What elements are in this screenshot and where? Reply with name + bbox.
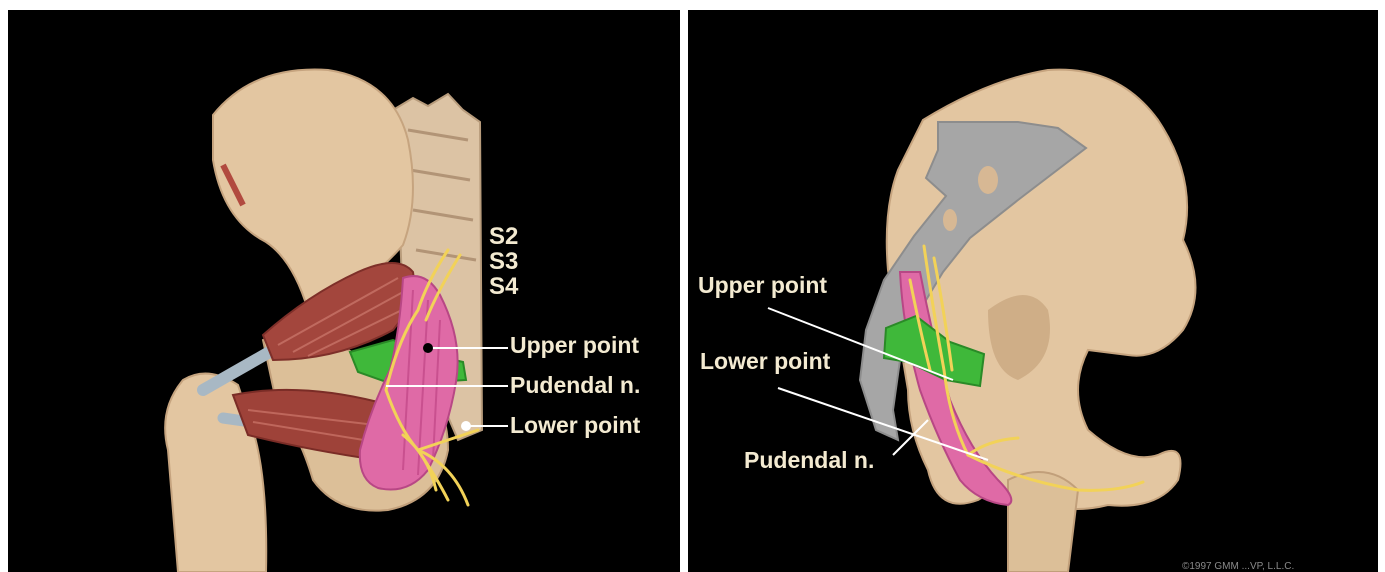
left-anatomy-panel: S2 S3 S4 Upper point Pudendal n. Lower p… — [8, 10, 680, 572]
upper-point-marker — [423, 343, 433, 353]
label-pudendal-nerve: Pudendal n. — [744, 447, 874, 474]
label-lower-point: Lower point — [510, 412, 640, 439]
label-upper-point: Upper point — [510, 332, 639, 359]
right-anatomy-panel: Upper point Lower point Pudendal n. ©199… — [688, 10, 1378, 572]
label-s2: S2 — [489, 224, 518, 250]
label-pudendal-nerve: Pudendal n. — [510, 372, 640, 399]
label-upper-point: Upper point — [698, 272, 827, 299]
copyright-credit: ©1997 GMM ...VP, L.L.C. — [1182, 561, 1294, 572]
panel-divider — [682, 8, 686, 572]
label-s4: S4 — [489, 274, 518, 300]
posterior-pelvis-illustration — [8, 10, 680, 572]
lower-point-marker — [461, 421, 471, 431]
label-s3: S3 — [489, 249, 518, 275]
label-lower-point: Lower point — [700, 348, 830, 375]
